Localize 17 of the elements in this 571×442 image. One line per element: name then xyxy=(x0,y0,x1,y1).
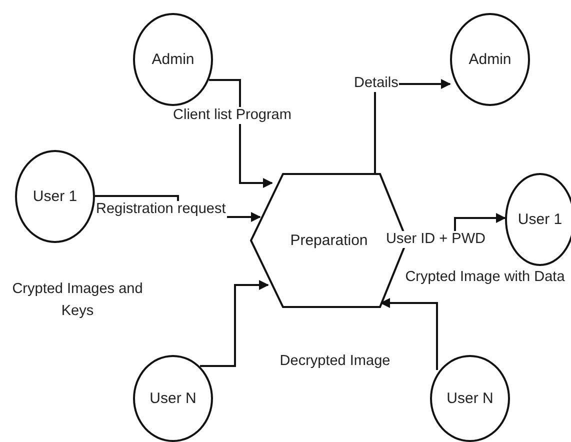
node-label: Preparation xyxy=(290,232,368,249)
annotation-text: Crypted Image with Data xyxy=(405,268,565,287)
node-label: User N xyxy=(446,390,494,407)
arrow xyxy=(380,298,438,370)
edge-label: Registration request xyxy=(95,201,227,218)
node-label: User N xyxy=(150,390,196,407)
node-label: Admin xyxy=(468,51,512,68)
node-label: User 1 xyxy=(518,211,562,228)
edge-label: Client list Program xyxy=(172,107,292,124)
edge-label: Details xyxy=(353,75,400,92)
arrow xyxy=(200,280,269,367)
edge-label: User ID + PWD xyxy=(385,231,486,248)
annotation-text: Crypted Images and Keys xyxy=(11,280,144,321)
node-label: User 1 xyxy=(32,188,78,205)
annotation-text: Decrypted Image xyxy=(278,352,392,371)
node-label: Admin xyxy=(152,51,194,68)
arrow xyxy=(209,79,273,188)
